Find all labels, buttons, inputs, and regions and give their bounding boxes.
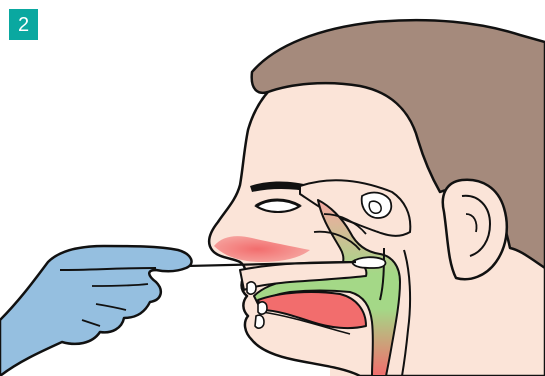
swab-tip xyxy=(352,257,386,268)
gloved-hand xyxy=(0,246,192,376)
step-number-badge: 2 xyxy=(9,9,38,40)
